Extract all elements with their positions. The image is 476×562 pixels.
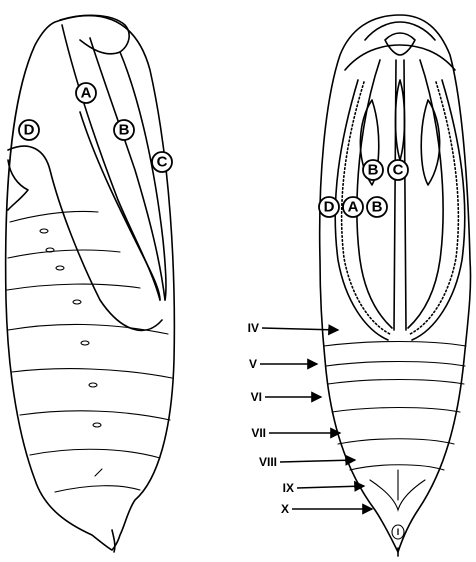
ventral-antenna-left bbox=[357, 60, 392, 328]
segment-label-vi: VI bbox=[251, 390, 321, 404]
lateral-view-pupa: A D B C bbox=[6, 15, 175, 552]
svg-text:VII: VII bbox=[251, 426, 266, 440]
svg-text:B: B bbox=[372, 199, 383, 216]
ventral-segment-line bbox=[328, 380, 464, 385]
ventral-segment-line bbox=[326, 362, 465, 367]
lateral-wing-step bbox=[8, 160, 28, 210]
ventral-view-pupa: I B C D A B bbox=[319, 15, 471, 556]
lateral-segment-line bbox=[12, 369, 172, 378]
lateral-label-c: C bbox=[152, 152, 172, 172]
lateral-wing-case bbox=[8, 146, 162, 330]
segment-label-vii: VII bbox=[251, 426, 340, 440]
segment-label-viii: VIII bbox=[259, 455, 355, 469]
lateral-label-a: A bbox=[76, 83, 96, 103]
svg-text:A: A bbox=[348, 199, 359, 216]
ventral-segment-line bbox=[350, 465, 444, 470]
ventral-segment-line bbox=[338, 439, 454, 444]
svg-text:IV: IV bbox=[248, 321, 259, 335]
lateral-spiracle bbox=[89, 383, 97, 387]
lateral-segment-line bbox=[30, 449, 160, 458]
segment-label-ix: IX bbox=[283, 481, 364, 495]
lateral-spiracle-slit bbox=[95, 469, 102, 476]
svg-text:V: V bbox=[249, 357, 257, 371]
lateral-spiracle bbox=[81, 341, 89, 345]
lateral-spiracle bbox=[40, 229, 48, 233]
svg-text:A: A bbox=[81, 85, 92, 102]
lateral-segment-line bbox=[55, 486, 140, 492]
ventral-head-arc bbox=[345, 45, 455, 70]
segment-label-iv: IV bbox=[248, 321, 338, 335]
ventral-wing-right bbox=[412, 80, 465, 340]
ventral-antenna-right bbox=[408, 60, 443, 328]
svg-text:B: B bbox=[368, 162, 379, 179]
svg-text:B: B bbox=[119, 122, 130, 139]
lateral-segment-line bbox=[7, 284, 140, 290]
svg-text:X: X bbox=[281, 502, 289, 516]
ventral-leg-right bbox=[421, 100, 439, 185]
segment-labels: IV V VI VII VIII IX X bbox=[248, 321, 372, 516]
lateral-antenna-sheath bbox=[62, 25, 160, 300]
lateral-segment-line bbox=[8, 250, 120, 258]
segment-label-v: V bbox=[249, 357, 317, 371]
lateral-spiracle bbox=[93, 423, 101, 427]
lateral-segment-line bbox=[8, 324, 168, 334]
ventral-label-b-lower: B bbox=[367, 197, 387, 217]
ventral-proboscis-diamond bbox=[396, 80, 405, 160]
lateral-segment-line bbox=[20, 411, 170, 420]
ventral-head bbox=[365, 22, 435, 40]
svg-text:VIII: VIII bbox=[259, 455, 277, 469]
ventral-label-b-upper: B bbox=[363, 160, 383, 180]
svg-text:C: C bbox=[393, 162, 404, 179]
svg-text:I: I bbox=[397, 527, 400, 537]
lateral-label-b: B bbox=[114, 120, 134, 140]
lateral-head-cap bbox=[60, 15, 129, 54]
lateral-label-d: D bbox=[19, 120, 39, 140]
svg-text:IX: IX bbox=[283, 481, 294, 495]
ventral-label-d: D bbox=[319, 197, 339, 217]
ventral-eye-lobe bbox=[385, 33, 415, 55]
ventral-label-a: A bbox=[343, 197, 363, 217]
lateral-segment-line bbox=[10, 211, 98, 222]
svg-text:VI: VI bbox=[251, 390, 262, 404]
lateral-spiracle bbox=[73, 300, 81, 304]
svg-text:D: D bbox=[24, 122, 35, 139]
lateral-spiracle bbox=[56, 266, 64, 270]
segment-label-x: X bbox=[281, 502, 372, 516]
ventral-label-c: C bbox=[388, 160, 408, 180]
ventral-segment-line bbox=[332, 408, 460, 413]
svg-text:D: D bbox=[324, 199, 335, 216]
ventral-anal-marker: I bbox=[392, 525, 404, 539]
svg-text:C: C bbox=[157, 154, 168, 171]
ventral-segment-line bbox=[324, 342, 466, 347]
